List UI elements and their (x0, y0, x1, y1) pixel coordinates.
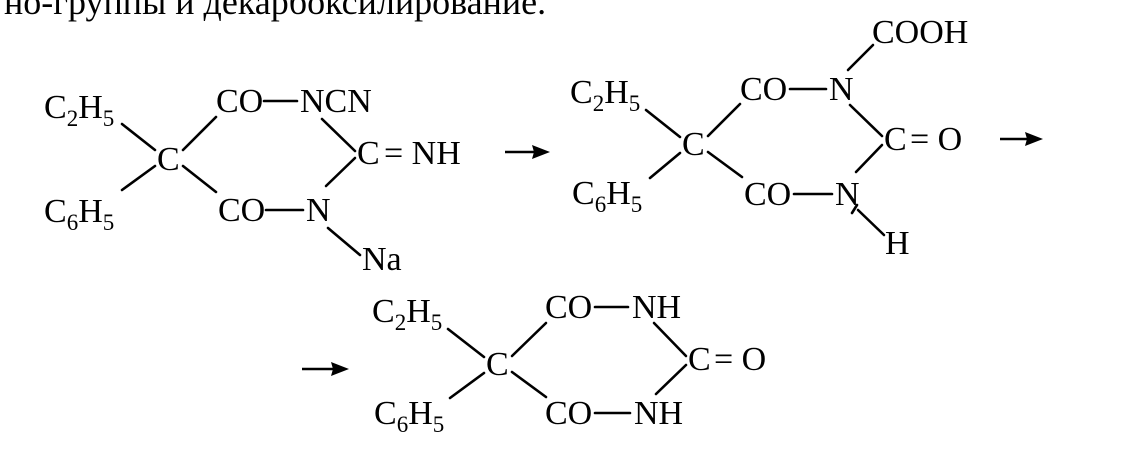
s3-phenyl-label: C6H5 (374, 395, 444, 437)
s2-bond-c-co-top (706, 102, 742, 138)
s3-bond-phenyl-c (448, 371, 486, 400)
s1-co-bottom: CO (218, 192, 265, 229)
s3-oxo: = O (714, 341, 766, 378)
structure-3: C2H5 C6H5 C CO NH CO NH C = O (372, 289, 766, 437)
header-text: но-группы и декарбоксилирование. (4, 0, 546, 22)
s2-bond-c-n-bottom (854, 143, 884, 174)
s3-center-carbon: C (486, 346, 509, 383)
s2-c-right: C (884, 121, 907, 158)
reaction-arrow-1 (505, 145, 550, 159)
s2-bond-ethyl-c (644, 108, 682, 139)
s1-center-carbon: C (157, 141, 180, 178)
s2-ethyl-label: C2H5 (570, 74, 640, 116)
s1-c-right: C (357, 135, 380, 172)
s1-co-top: CO (216, 83, 263, 120)
s1-bond-phenyl-c (120, 164, 157, 192)
s1-sodium: Na (362, 241, 402, 278)
s1-bond-c-co-top (181, 115, 218, 152)
s1-phenyl-label: C6H5 (44, 193, 114, 235)
s3-c-right: C (688, 341, 711, 378)
s3-bond-c-co-top (510, 321, 548, 358)
s1-bond-c-co-bottom (181, 164, 218, 194)
s2-tick-mark (850, 203, 859, 215)
reaction-arrow-2 (1000, 132, 1043, 146)
s2-bond-n-top-c (848, 103, 884, 138)
s1-imine: = NH (384, 135, 461, 172)
s2-n-top: N (829, 71, 854, 108)
s1-bond-ethyl-c (120, 122, 157, 152)
s2-phenyl-label: C6H5 (572, 175, 642, 217)
s2-bond-n-cooh (846, 43, 875, 72)
s3-bond-c-nh-bottom (654, 363, 688, 396)
structure-1: C2H5 C6H5 C CO NCN CO N C = NH Na (44, 83, 461, 278)
s1-bond-n-top-c (320, 117, 357, 153)
s2-center-carbon: C (682, 126, 705, 163)
s2-bond-phenyl-c (648, 151, 682, 180)
s3-ethyl-label: C2H5 (372, 293, 442, 335)
s2-bond-n-h (856, 208, 886, 237)
s3-nh-top: NH (632, 289, 681, 326)
s1-n-top: NCN (300, 83, 372, 120)
reaction-arrow-3 (302, 362, 349, 376)
s2-co-top: CO (740, 71, 787, 108)
s2-hydrogen: H (885, 225, 910, 262)
s3-bond-nh-top-c (652, 321, 688, 358)
structure-2: C2H5 C6H5 C CO N COOH CO N C = O H (570, 14, 968, 262)
s1-bond-n-na (326, 226, 362, 257)
s1-n-bottom: N (306, 192, 331, 229)
s3-co-bottom: CO (545, 395, 592, 432)
s3-bond-ethyl-c (446, 327, 486, 359)
s2-cooh: COOH (872, 14, 968, 51)
s3-co-top: CO (545, 289, 592, 326)
s1-ethyl-label: C2H5 (44, 89, 114, 131)
s2-oxo: = O (910, 121, 962, 158)
s3-nh-bottom: NH (634, 395, 683, 432)
s2-co-bottom: CO (744, 176, 791, 213)
s3-bond-c-co-bottom (510, 370, 548, 399)
s1-bond-c-n-bottom (324, 156, 357, 188)
s2-bond-c-co-bottom (706, 150, 744, 179)
